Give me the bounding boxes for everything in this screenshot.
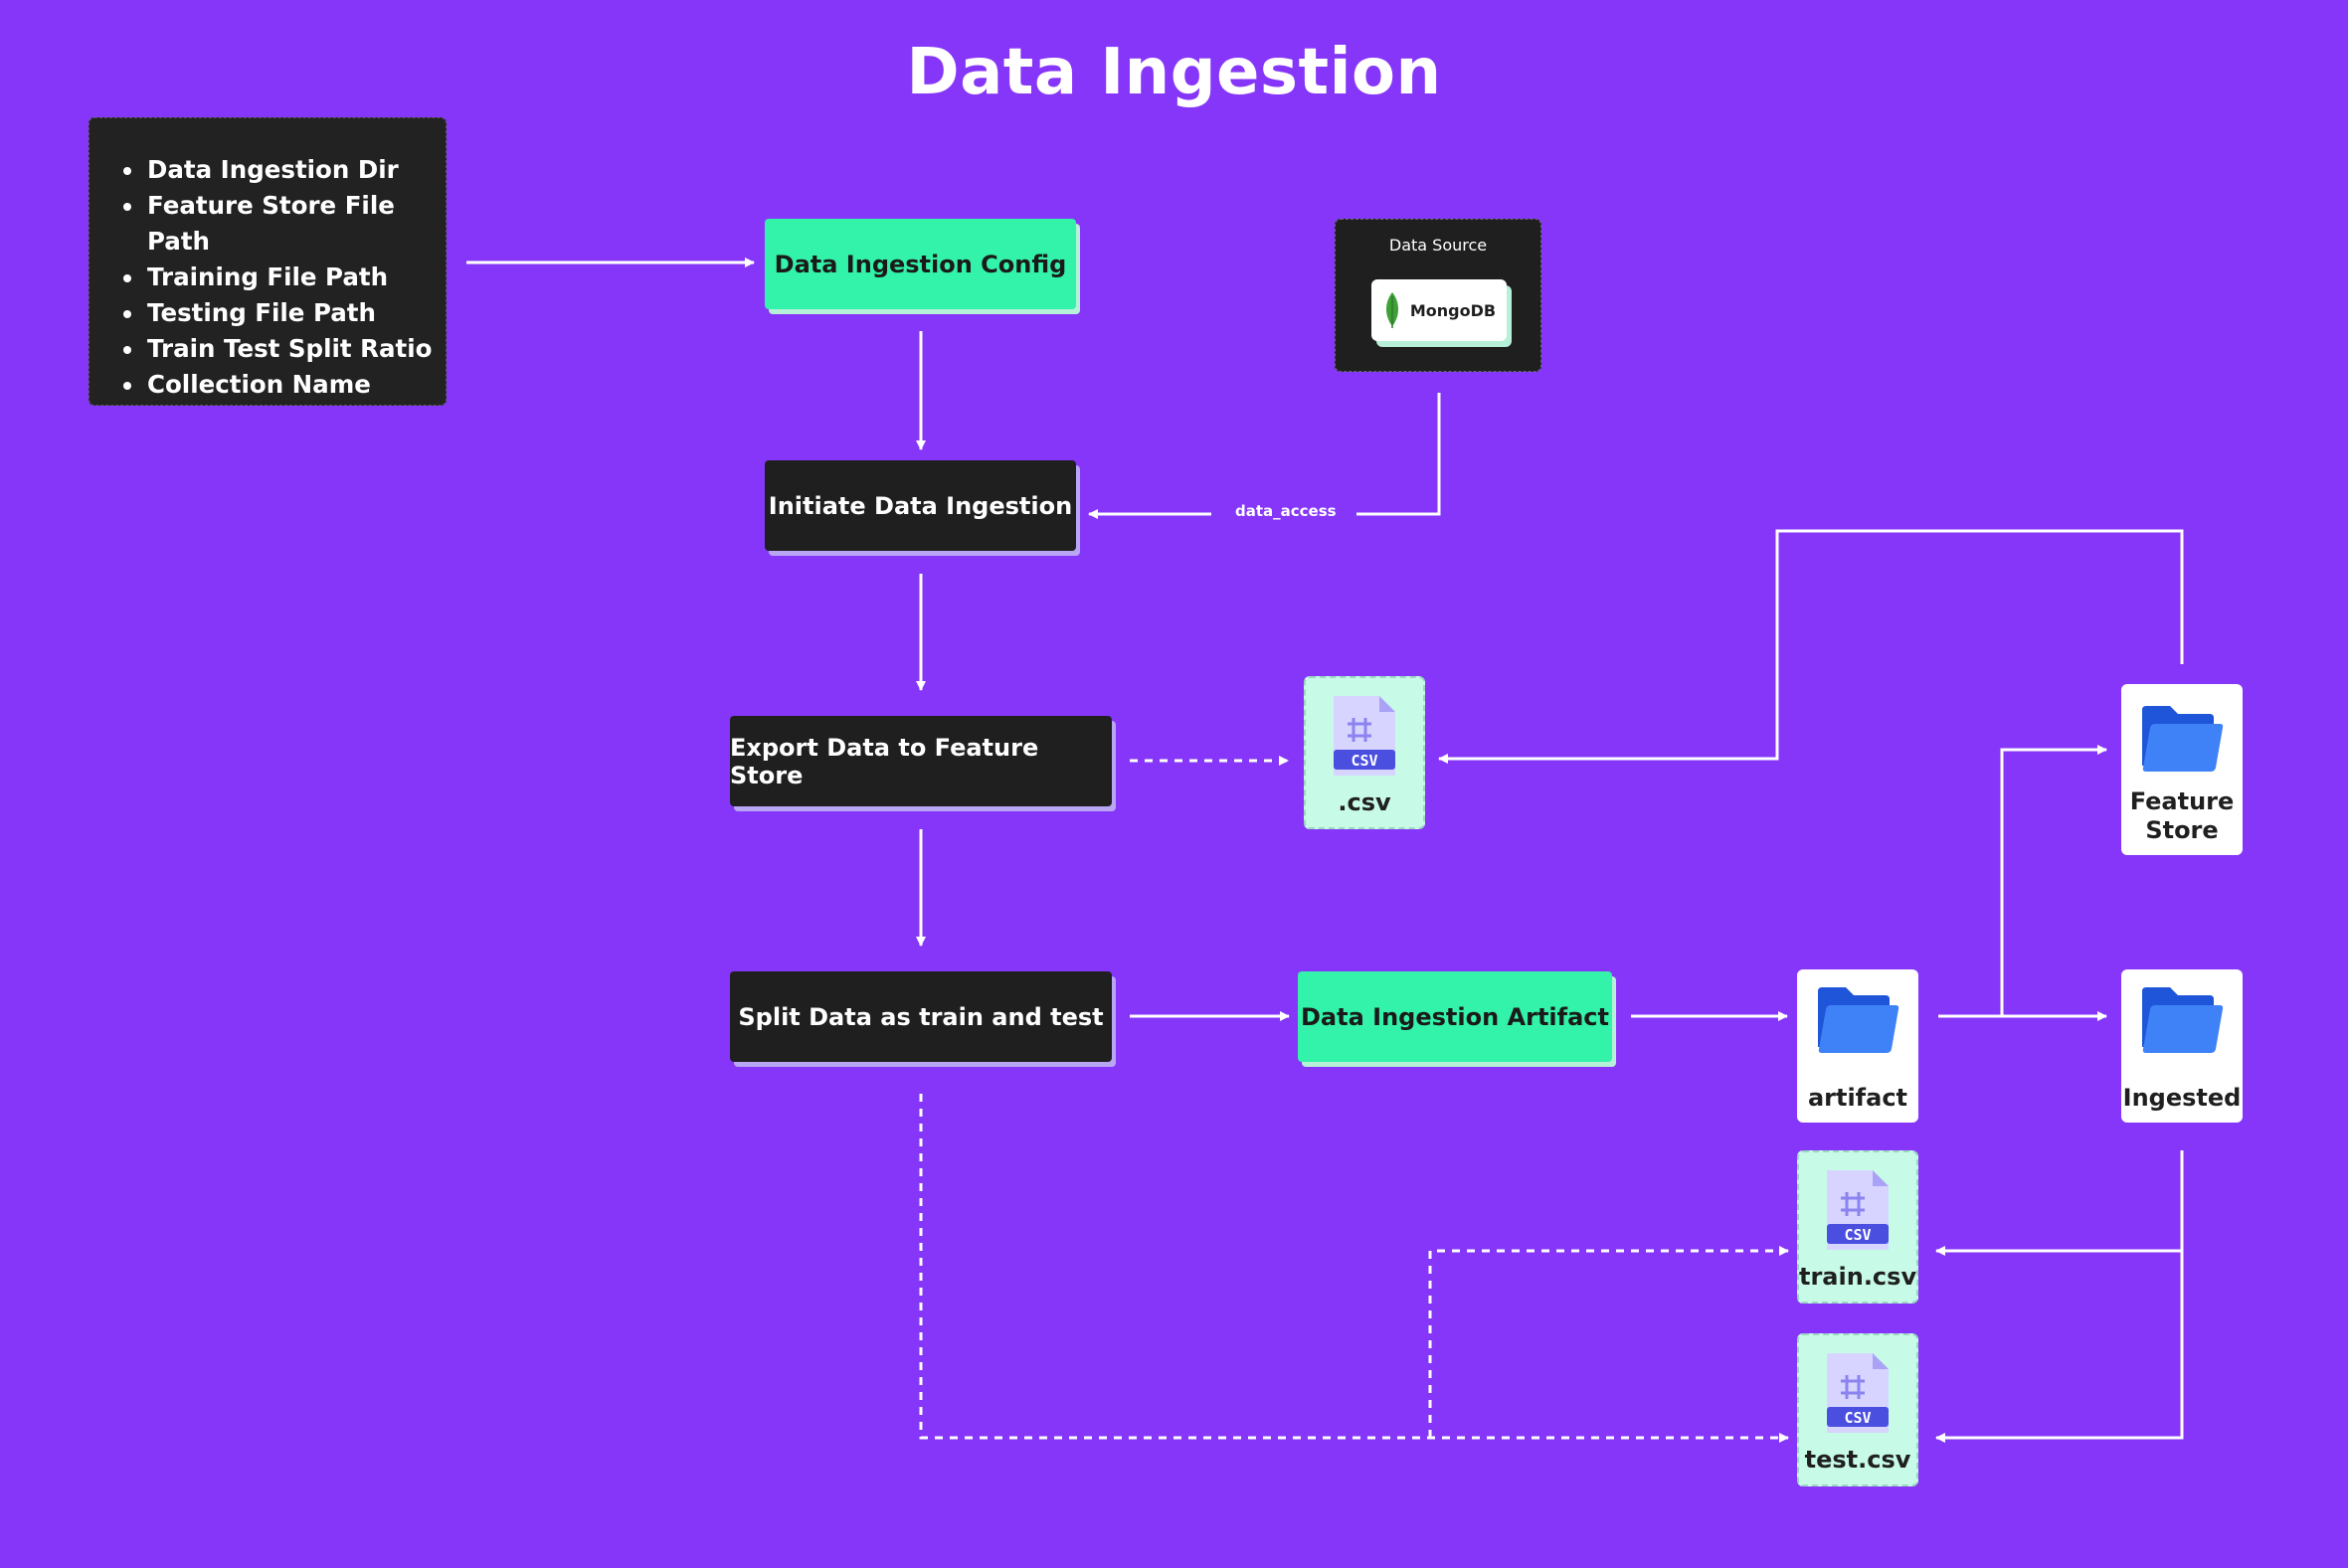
- config-field: Collection Name: [145, 367, 436, 403]
- folder-icon: [1818, 987, 1899, 1053]
- config-field: Data Ingestion Dir: [145, 152, 436, 188]
- artifact-folder-label: artifact: [1807, 1084, 1908, 1112]
- feature-store-line1: Feature: [2129, 787, 2235, 815]
- artifact-folder-card: artifact: [1797, 969, 1918, 1123]
- arrow-source-to-initiate: [1089, 393, 1441, 514]
- arrow-feature-store-to-csv: [1438, 529, 2184, 764]
- dashed-split-to-train: [1428, 1246, 1789, 1438]
- config-field: Feature Store File Path: [145, 188, 436, 260]
- feature-store-line2: Store: [2145, 816, 2219, 844]
- arrow-ingested-to-train: [1935, 1150, 2184, 1256]
- ingested-folder-card: Ingested: [2121, 969, 2243, 1123]
- test-csv-label: test.csv: [1804, 1446, 1911, 1474]
- mongodb-leaf-icon: [1385, 292, 1398, 328]
- csv-icon-text: CSV: [1844, 1409, 1871, 1427]
- config-fields-list: Data Ingestion Dir Feature Store File Pa…: [89, 117, 447, 406]
- split-train-test-node: Split Data as train and test: [730, 971, 1112, 1062]
- data-source-label: Data Source: [1388, 236, 1488, 255]
- dashed-split-to-test: [919, 1094, 1789, 1443]
- csv-file-icon: CSV: [1334, 696, 1395, 776]
- feature-store-folder-card: Feature Store: [2121, 684, 2243, 855]
- train-csv-card: CSV train.csv: [1797, 1150, 1918, 1304]
- test-csv-card: CSV test.csv: [1797, 1333, 1918, 1486]
- data-ingestion-config-node: Data Ingestion Config: [765, 219, 1076, 309]
- csv-file-label: .csv: [1338, 788, 1391, 816]
- csv-icon-text: CSV: [1844, 1226, 1871, 1244]
- config-field: Training File Path: [145, 260, 436, 295]
- page-title: Data Ingestion: [906, 36, 1442, 109]
- mongodb-label: MongoDB: [1409, 300, 1497, 320]
- csv-file-icon: CSV: [1827, 1170, 1889, 1250]
- arrow-artifact-folder-to-feature-store: [2000, 745, 2107, 1016]
- csv-file-icon: CSV: [1827, 1353, 1889, 1433]
- folder-icon: [2142, 987, 2224, 1053]
- data-ingestion-artifact-node: Data Ingestion Artifact: [1298, 971, 1612, 1062]
- initiate-data-ingestion-node: Initiate Data Ingestion: [765, 460, 1076, 551]
- ingested-folder-label: Ingested: [2122, 1084, 2242, 1112]
- csv-file-card: CSV .csv: [1304, 676, 1425, 829]
- data-source-node: Data Source MongoDB: [1335, 219, 1541, 372]
- export-feature-store-node: Export Data to Feature Store: [730, 716, 1112, 806]
- folder-icon: [2142, 706, 2224, 772]
- feature-store-folder-label: Feature Store: [2121, 787, 2243, 845]
- mongodb-badge: MongoDB: [1371, 279, 1507, 341]
- config-field: Train Test Split Ratio: [145, 331, 436, 367]
- arrow-ingested-to-test: [1935, 1251, 2184, 1443]
- config-field: Testing File Path: [145, 295, 436, 331]
- train-csv-label: train.csv: [1799, 1263, 1917, 1291]
- data-access-label: data_access: [1229, 502, 1343, 520]
- csv-icon-text: CSV: [1351, 752, 1377, 770]
